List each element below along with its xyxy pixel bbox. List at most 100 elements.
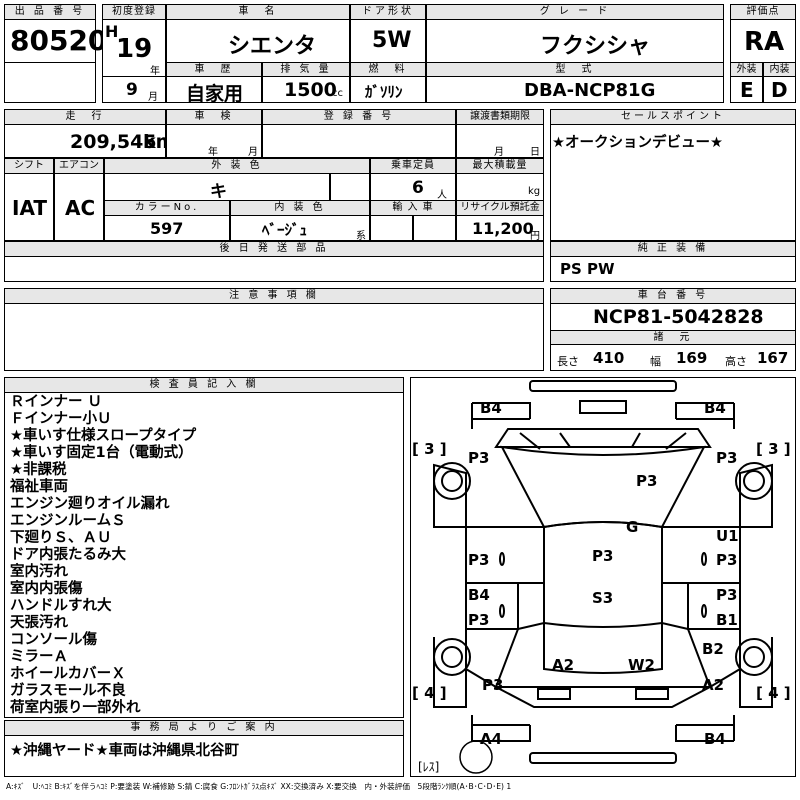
interior-color-cell — [230, 215, 370, 241]
fuel-label: 燃 料 — [350, 62, 426, 77]
legend: A:ｷｽﾞ U:ﾍｺﾐ B:ｷｽﾞを伴うﾍｺﾐ P:要塗装 W:補修跡 S:錆 … — [6, 782, 512, 791]
recycle: 11,200 — [472, 219, 534, 238]
capacity-unit: 人 — [437, 190, 447, 201]
spec-cell — [550, 344, 796, 371]
car-diagram-frame — [410, 377, 796, 777]
exterior-color-label: 外 装 色 — [104, 158, 370, 174]
office-label: 事 務 局 よ り ご 案 内 — [4, 720, 404, 736]
note-line: エンジンルームＳ — [10, 513, 126, 529]
reg-year: 19 — [116, 34, 153, 64]
chassis-label: 車 台 番 号 — [550, 288, 796, 304]
shift: IAT — [12, 196, 48, 220]
plate-cell — [262, 124, 456, 158]
damage-mark: P3 — [716, 586, 738, 604]
inspection-cell — [166, 124, 262, 158]
note-line: コンソール傷 — [10, 632, 97, 648]
recycle-cell — [456, 215, 544, 241]
fuel: ｶﾞｿﾘﾝ — [365, 83, 403, 101]
tire-fl: [ 3 ] — [412, 440, 447, 458]
grade: フクシシャ — [540, 34, 651, 59]
car-diagram — [433, 380, 773, 774]
note-line: 福祉車両 — [10, 479, 68, 495]
inspector-notes: Ｒインナー Ｕ Ｆインナー小Ｕ ★車いす仕様スロープタイプ ★車いす固定1台（電… — [10, 394, 196, 717]
color-no-label: カラーNo. — [104, 200, 230, 216]
door-cell — [350, 19, 426, 63]
chassis: NCP81-5042828 — [593, 306, 764, 328]
note-line: ハンドルすれ大 — [10, 598, 112, 614]
note-line: ★車いす固定1台（電動式） — [10, 445, 193, 461]
car-name-cell — [166, 19, 350, 63]
mileage-cell — [4, 124, 166, 158]
score-label: 評価点 — [730, 4, 796, 20]
deadline-label: 譲渡書類期限 — [456, 109, 544, 125]
deadline-cell — [456, 124, 544, 158]
damage-mark: B4 — [480, 399, 502, 417]
caution-cell — [4, 303, 544, 371]
capacity: 6 — [412, 178, 424, 198]
interior-color: ﾍﾞｰｼﾞｭ — [262, 221, 308, 239]
inspection-month-unit: 月 — [248, 147, 258, 158]
fuel-cell — [350, 76, 426, 103]
note-line: Ｆインナー小Ｕ — [10, 411, 112, 427]
exterior-color-cell — [104, 173, 330, 201]
int-label: 内装 — [763, 62, 796, 77]
damage-mark: B4 — [704, 399, 726, 417]
ext-score: E — [740, 78, 754, 102]
history: 自家用 — [186, 83, 244, 105]
equipment: PS PW — [560, 260, 615, 278]
equipment-cell — [550, 256, 796, 282]
inspector-cell — [4, 392, 404, 718]
width: 169 — [676, 349, 708, 367]
recycle-label: リサイクル預託金 — [456, 200, 544, 216]
damage-mark: A2 — [702, 676, 725, 694]
inspection-year-unit: 年 — [208, 147, 218, 158]
damage-mark: P3 — [468, 449, 490, 467]
reg-month: 9 — [126, 80, 138, 100]
recycle-unit: 円 — [530, 231, 540, 242]
damage-mark: P3 — [636, 472, 658, 490]
year-unit: 年 — [150, 66, 160, 77]
displacement: 1500 — [284, 79, 337, 101]
lot-no-cell — [4, 19, 96, 63]
model-label: 型 式 — [426, 62, 724, 77]
first-reg-label: 初度登録 — [102, 4, 166, 20]
damage-mark: B1 — [716, 611, 738, 629]
tire-rr: [ 4 ] — [756, 684, 791, 702]
height-label: 高さ — [725, 355, 747, 368]
plate-label: 登 録 番 号 — [262, 109, 456, 125]
score: RA — [744, 27, 785, 57]
note-line: ★車いす仕様スロープタイプ — [10, 428, 197, 444]
car-name: シエンタ — [228, 34, 317, 59]
sales-point-label: セールスポイント — [550, 109, 796, 125]
displacement-label: 排 気 量 — [262, 62, 350, 77]
inspection-label: 車 検 — [166, 109, 262, 125]
note-line: 室内汚れ — [10, 564, 68, 580]
deadline-month-unit: 月 — [494, 147, 504, 158]
note-line: ミラーＡ — [10, 649, 68, 665]
lot-no-label: 出 品 番 号 — [4, 4, 96, 20]
note-line: 荷室内張り一部外れ — [10, 700, 141, 716]
later-parts-cell — [4, 256, 544, 282]
exterior-color: キ — [210, 182, 227, 202]
shift-cell — [4, 173, 54, 241]
spare-tire: [ﾚｽ] — [418, 760, 440, 774]
note-line: 室内内張傷 — [10, 581, 83, 597]
interior-color-unit: 系 — [356, 231, 366, 242]
displacement-unit: cc — [332, 88, 343, 99]
office-cell — [4, 735, 404, 777]
interior-color-label: 内 装 色 — [230, 200, 370, 216]
office-text: ★沖縄ヤード★車両は沖縄県北谷町 — [10, 743, 239, 759]
sales-point-cell — [550, 124, 796, 241]
model-cell — [426, 76, 724, 103]
ext-cell — [730, 76, 763, 103]
note-line: エンジン廻りオイル漏れ — [10, 496, 170, 512]
damage-mark: P3 — [468, 611, 490, 629]
mileage-label: 走 行 — [4, 109, 166, 125]
score-cell — [730, 19, 796, 63]
note-line: ガラスモール不良 — [10, 683, 126, 699]
note-line: ドア内張たるみ大 — [10, 547, 126, 563]
height: 167 — [757, 349, 789, 367]
damage-mark: A2 — [552, 656, 575, 674]
int-cell — [763, 76, 796, 103]
note-line: 下廻りＳ、ＡＵ — [10, 530, 112, 546]
